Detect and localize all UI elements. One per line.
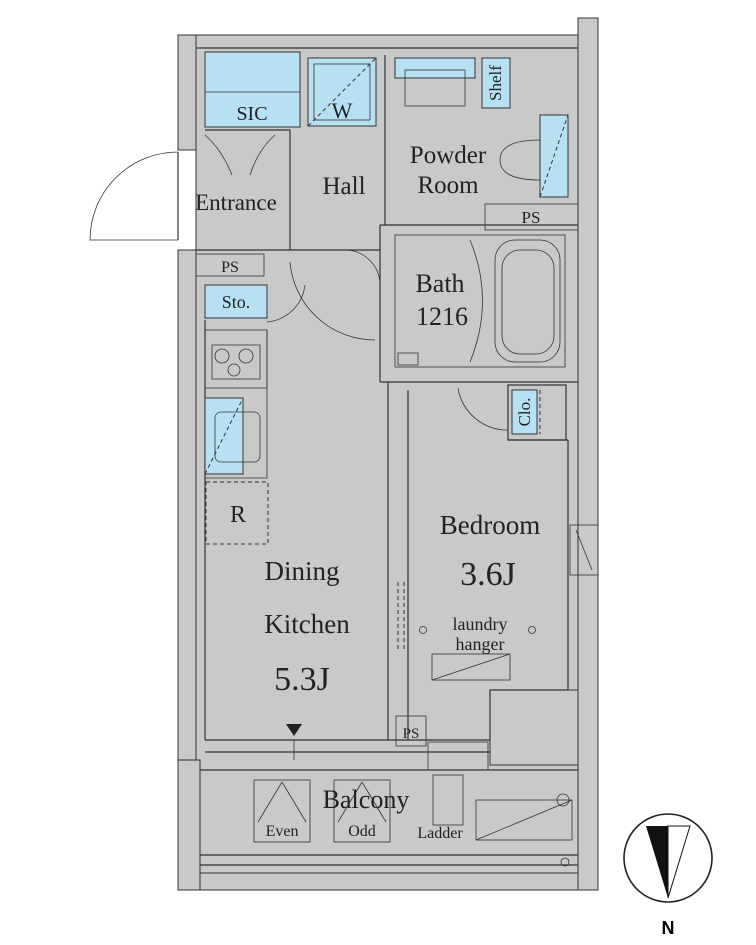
ps-bottom: PS	[395, 715, 427, 747]
balcony-label: Balcony	[323, 785, 410, 814]
bedroom-label: Bedroom	[440, 510, 541, 540]
sink	[204, 330, 268, 479]
bedroom-window	[569, 524, 599, 576]
compass: N	[623, 813, 713, 938]
washer-label: W	[332, 98, 353, 123]
sic-label: SIC	[236, 103, 267, 125]
vanity: Shelf	[394, 57, 511, 109]
ps-left: PS	[195, 253, 265, 277]
kitchen-label: Kitchen	[264, 609, 350, 639]
closet-label: Clo.	[515, 398, 534, 427]
ps-top-label: PS	[522, 208, 541, 227]
sliding-door	[397, 582, 405, 650]
sic-closet: SIC	[204, 51, 301, 128]
hall-label: Hall	[322, 173, 365, 200]
bedroom-size-label: 3.6J	[460, 556, 516, 593]
laundry-label-1: laundry	[453, 614, 508, 634]
bath-size-label: 1216	[416, 302, 468, 331]
toilet	[499, 114, 569, 198]
refrigerator: R	[205, 481, 269, 545]
odd-label: Odd	[348, 823, 376, 840]
refrigerator-label: R	[230, 502, 246, 528]
washer-space: W	[307, 57, 377, 127]
ps-left-label: PS	[221, 259, 239, 276]
powder-room-label-1: Powder	[410, 142, 487, 169]
bedroom-balcony-door	[427, 741, 489, 771]
ps-bottom-label: PS	[403, 726, 420, 742]
laundry-label-2: hanger	[456, 634, 505, 654]
bath	[289, 234, 566, 368]
dining-size-label: 5.3J	[274, 661, 330, 698]
storage: Sto.	[204, 284, 306, 323]
ps-top: PS	[484, 203, 579, 231]
powder-room-label-2: Room	[417, 172, 479, 199]
dining-label: Dining	[264, 556, 339, 586]
ladder-label: Ladder	[417, 825, 463, 842]
entrance-door	[89, 134, 276, 241]
balcony-fixtures	[253, 774, 573, 867]
closet: Clo.	[457, 384, 567, 441]
entrance-label: Entrance	[195, 190, 277, 215]
entry-marker	[286, 724, 302, 736]
aircon	[431, 653, 511, 681]
even-label: Even	[266, 823, 299, 840]
laundry-hook-right	[528, 626, 536, 634]
laundry-hook-left	[419, 626, 427, 634]
shelf-label: Shelf	[486, 65, 505, 101]
storage-label: Sto.	[222, 292, 251, 312]
bath-label: Bath	[415, 269, 464, 298]
north-label: N	[662, 918, 675, 938]
